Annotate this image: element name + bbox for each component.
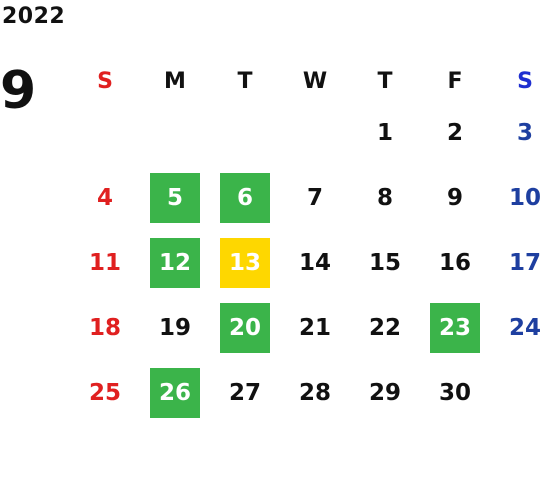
day-number: 5 bbox=[150, 172, 200, 223]
day-number: 13 bbox=[220, 237, 270, 288]
day-cell-highlighted-today: 13 bbox=[210, 230, 280, 295]
day-cell-sunday: 4 bbox=[70, 165, 140, 230]
day-cell: 22 bbox=[350, 295, 420, 360]
day-number: 26 bbox=[150, 367, 200, 418]
weekday-header-thursday: T bbox=[377, 68, 393, 94]
day-cell: 27 bbox=[210, 360, 280, 425]
day-number: 29 bbox=[368, 379, 401, 406]
day-number: 27 bbox=[228, 379, 261, 406]
day-cell: 30 bbox=[420, 360, 490, 425]
weekday-header-wednesday: W bbox=[302, 68, 328, 94]
day-cell: 2 bbox=[420, 100, 490, 165]
day-cell-empty bbox=[490, 360, 548, 425]
day-cell: 1 bbox=[350, 100, 420, 165]
day-number: 12 bbox=[150, 237, 200, 288]
weekday-header-monday: M bbox=[164, 68, 186, 94]
day-number: 17 bbox=[508, 249, 541, 276]
day-number: 19 bbox=[158, 314, 191, 341]
calendar-year: 2022 bbox=[2, 4, 66, 29]
day-cell: 16 bbox=[420, 230, 490, 295]
day-number: 20 bbox=[220, 302, 270, 353]
day-cell-saturday: 24 bbox=[490, 295, 548, 360]
calendar-grid: S M T W T F S 1 2 3 4 5 6 7 8 9 10 11 12… bbox=[70, 62, 548, 490]
calendar-month: 9 bbox=[0, 61, 37, 121]
day-cell-saturday: 3 bbox=[490, 100, 548, 165]
day-cell: 8 bbox=[350, 165, 420, 230]
day-cell-highlighted: 12 bbox=[140, 230, 210, 295]
day-number: 22 bbox=[368, 314, 401, 341]
day-cell: 21 bbox=[280, 295, 350, 360]
day-cell: 15 bbox=[350, 230, 420, 295]
day-cell-highlighted: 5 bbox=[140, 165, 210, 230]
day-cell-empty bbox=[140, 100, 210, 165]
day-cell: 28 bbox=[280, 360, 350, 425]
weekday-header-tuesday: T bbox=[237, 68, 253, 94]
day-number: 30 bbox=[438, 379, 471, 406]
day-number: 18 bbox=[88, 314, 121, 341]
day-cell-highlighted: 23 bbox=[420, 295, 490, 360]
day-number: 7 bbox=[306, 184, 323, 211]
day-cell-highlighted: 20 bbox=[210, 295, 280, 360]
day-number: 2 bbox=[446, 119, 463, 146]
day-cell-sunday: 11 bbox=[70, 230, 140, 295]
day-number: 4 bbox=[96, 184, 113, 211]
day-cell-empty bbox=[280, 100, 350, 165]
weekday-header-sunday: S bbox=[97, 68, 113, 94]
day-number: 16 bbox=[438, 249, 471, 276]
day-cell-empty bbox=[70, 100, 140, 165]
day-cell-highlighted: 6 bbox=[210, 165, 280, 230]
day-number: 21 bbox=[298, 314, 331, 341]
day-number: 24 bbox=[508, 314, 541, 341]
day-number: 28 bbox=[298, 379, 331, 406]
day-cell: 7 bbox=[280, 165, 350, 230]
day-cell: 29 bbox=[350, 360, 420, 425]
day-cell: 9 bbox=[420, 165, 490, 230]
day-number: 9 bbox=[446, 184, 463, 211]
day-cell-saturday: 17 bbox=[490, 230, 548, 295]
day-number: 8 bbox=[376, 184, 393, 211]
day-number: 23 bbox=[430, 302, 480, 353]
day-cell-saturday: 10 bbox=[490, 165, 548, 230]
day-cell-sunday: 18 bbox=[70, 295, 140, 360]
day-cell-empty bbox=[210, 100, 280, 165]
day-cell: 14 bbox=[280, 230, 350, 295]
day-cell: 19 bbox=[140, 295, 210, 360]
day-number: 14 bbox=[298, 249, 331, 276]
weekday-header-saturday: S bbox=[517, 68, 533, 94]
day-number: 10 bbox=[508, 184, 541, 211]
day-number: 3 bbox=[516, 119, 533, 146]
day-number: 25 bbox=[88, 379, 121, 406]
day-number: 11 bbox=[88, 249, 121, 276]
day-cell-highlighted: 26 bbox=[140, 360, 210, 425]
day-number: 6 bbox=[220, 172, 270, 223]
weekday-header-friday: F bbox=[447, 68, 463, 94]
day-cell-sunday: 25 bbox=[70, 360, 140, 425]
day-number: 15 bbox=[368, 249, 401, 276]
day-number: 1 bbox=[376, 119, 393, 146]
